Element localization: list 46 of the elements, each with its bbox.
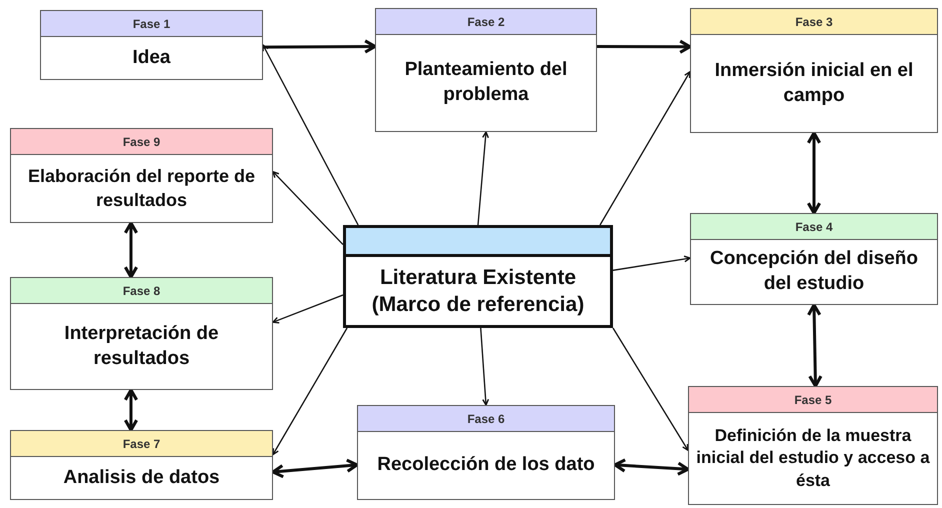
- arrow: [807, 303, 822, 388]
- arrow: [806, 131, 822, 215]
- phase-label: Fase 2: [467, 14, 505, 28]
- phase-title: Idea: [132, 46, 171, 70]
- phase-card: [690, 8, 938, 133]
- arrow: [124, 221, 138, 279]
- arrow: [272, 328, 348, 456]
- phase-card: [10, 430, 273, 500]
- phase-label: Fase 1: [132, 16, 170, 30]
- central-box: [343, 225, 613, 328]
- arrow: [262, 39, 377, 54]
- arrow: [271, 458, 359, 478]
- phase-title: Recolección de los dato: [377, 453, 595, 478]
- phase-label: Fase 3: [795, 14, 833, 28]
- arrow: [597, 40, 692, 54]
- arrow: [262, 44, 359, 226]
- phase-title: Concepción del diseño del estudio: [709, 247, 919, 296]
- phase-card: [10, 128, 273, 223]
- arrow: [613, 458, 690, 476]
- phase-card: [10, 277, 273, 390]
- phase-title: Planteamiento del problema: [404, 58, 568, 107]
- phase-card: [40, 10, 263, 80]
- arrow: [612, 256, 691, 271]
- arrow: [477, 131, 489, 226]
- phase-label: Fase 7: [122, 436, 160, 450]
- arrow: [272, 171, 344, 246]
- phase-title: Interpretación de resultados: [63, 322, 220, 370]
- arrow: [612, 328, 689, 451]
- phase-card: [357, 405, 615, 500]
- phase-label: Fase 4: [795, 220, 833, 234]
- phase-title: Definición de la muestra inicial del estudio y acceso a ésta: [695, 425, 931, 492]
- arrow: [480, 328, 490, 406]
- phase-title: Literatura Existente (Marco de referencia): [370, 264, 586, 318]
- phase-label: Fase 6: [467, 412, 505, 426]
- arrow: [272, 294, 344, 324]
- phase-card: [688, 386, 938, 505]
- arrow: [124, 388, 138, 432]
- phase-card: [375, 8, 597, 132]
- phase-title: Inmersión inicial en el campo: [714, 58, 914, 108]
- arrow: [599, 71, 691, 226]
- phase-title: Elaboración del reporte de resultados: [26, 165, 256, 212]
- phase-title: Analisis de datos: [63, 466, 220, 490]
- phase-label: Fase 9: [122, 134, 160, 148]
- phase-label: Fase 8: [122, 284, 160, 298]
- phase-label: Fase 5: [794, 392, 832, 406]
- phase-card: [690, 213, 938, 305]
